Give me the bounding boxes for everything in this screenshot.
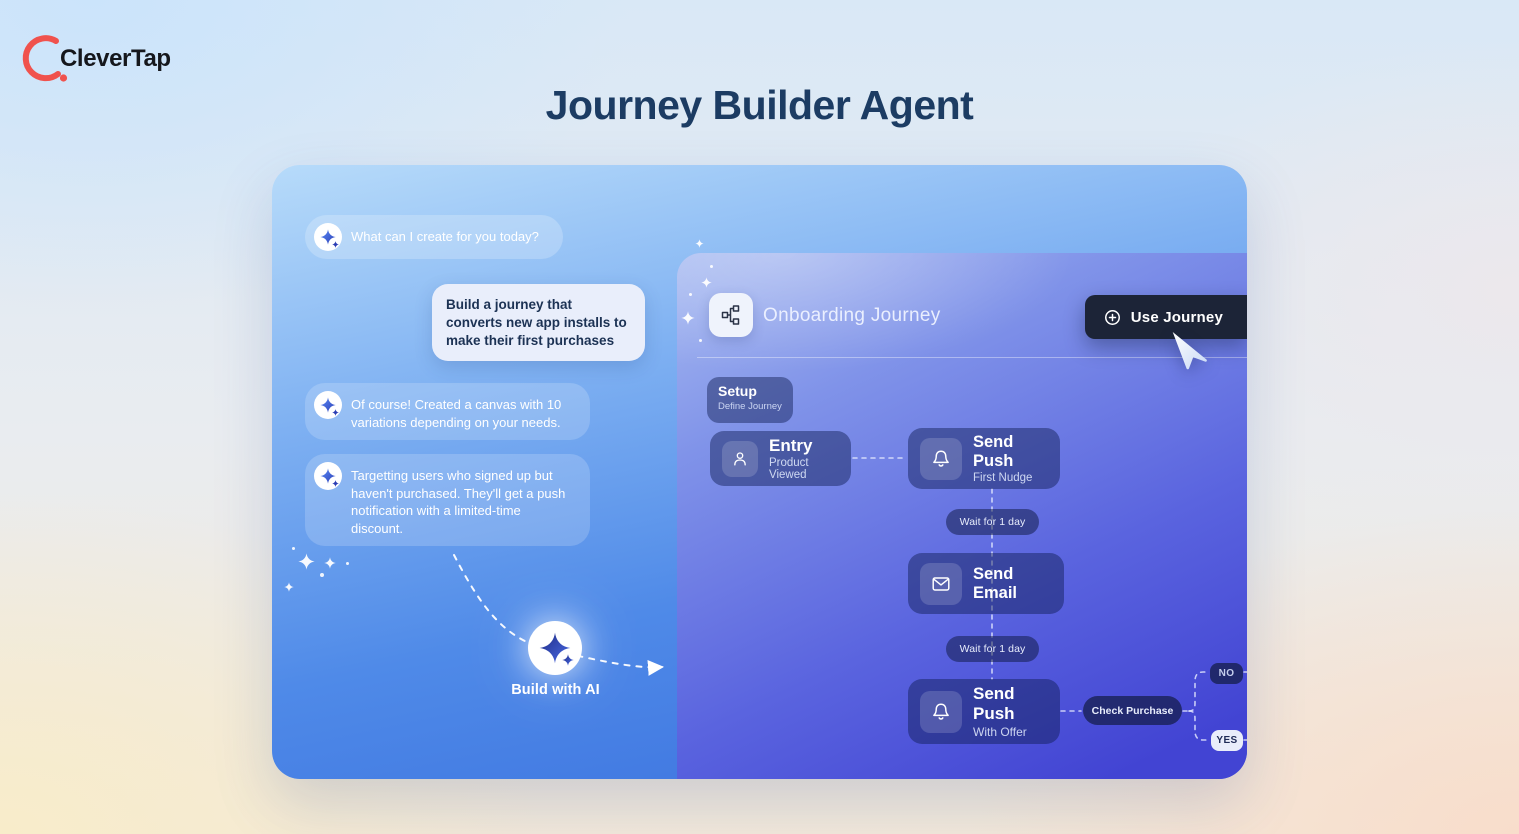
node-send-email[interactable]: Send Email [908,553,1064,614]
branch-no-pill[interactable]: NO [1210,663,1243,684]
sparkle-dot [699,339,702,342]
person-icon [722,440,758,477]
chat-bubble-ai-1: What can I create for you today? [305,215,563,259]
chat-bubble-ai-2: Of course! Created a canvas with 10 vari… [305,383,590,441]
ai-sparkle-avatar-icon [314,462,342,490]
node-entry[interactable]: Entry Product Viewed [710,431,851,486]
ai-sparkle-avatar-icon [314,391,342,419]
sparkle-dot [320,573,324,577]
sparkle-dot [710,265,713,268]
node-subtitle: With Offer [973,725,1027,740]
chat-bubble-user: Build a journey that converts new app in… [432,284,645,362]
wait-pill-2[interactable]: Wait for 1 day [946,636,1039,662]
node-subtitle: Define Journey [718,401,782,413]
logo-text: CleverTap [60,45,171,72]
bell-icon [920,690,962,733]
check-purchase-pill[interactable]: Check Purchase [1083,696,1182,725]
node-title: Send Push [973,683,1015,723]
sparkle-icon [681,311,695,325]
envelope-icon [920,562,962,605]
ai-sparkle-avatar-icon [314,222,342,251]
node-title: Setup [718,383,757,399]
chat-message-text: Of course! Created a canvas with 10 vari… [351,397,562,430]
sparkle-dot [292,547,295,550]
bell-icon [920,437,962,480]
clevertap-arc-icon [22,35,68,82]
sparkle-icon [298,553,315,570]
sparkle-dot [346,562,349,565]
cursor-pointer-icon [1172,332,1207,370]
use-journey-label: Use Journey [1130,308,1223,326]
node-title: Send Push [973,432,1014,470]
journey-flowchart-icon [709,293,753,337]
branch-yes-pill[interactable]: YES [1211,730,1243,751]
sparkle-dot [689,293,692,296]
chat-message-text: What can I create for you today? [351,228,539,244]
build-with-ai-label: Build with AI [511,682,600,698]
clevertap-logo: CleverTap [22,28,192,86]
journey-title: Onboarding Journey [763,305,941,326]
chat-bubble-ai-3: Targetting users who signed up but haven… [305,454,590,547]
node-title: Entry [769,435,813,455]
journey-canvas: Onboarding Journey Use Journey Setup Def… [677,239,1247,779]
wait-pill-1[interactable]: Wait for 1 day [946,509,1039,535]
build-with-ai-button[interactable] [528,621,582,675]
node-send-push-offer[interactable]: Send Push With Offer [908,679,1060,744]
header-divider [697,357,1247,358]
plus-circle-icon [1104,309,1120,325]
node-title: Send Email [973,564,1018,602]
node-send-push-first[interactable]: Send Push First Nudge [908,428,1060,489]
ai-star-small-icon [562,654,574,666]
use-journey-button[interactable]: Use Journey [1084,295,1247,339]
node-subtitle: Product Viewed [769,457,809,482]
page-title: Journey Builder Agent [545,82,974,128]
chat-message-text: Targetting users who signed up but haven… [351,468,566,536]
node-setup[interactable]: Setup Define Journey [707,377,793,423]
journey-builder-card: What can I create for you today? Build a… [272,165,1247,779]
sparkle-icon [695,239,704,248]
sparkle-icon [284,582,294,592]
node-subtitle: First Nudge [973,472,1033,485]
sparkle-icon [701,277,712,288]
sparkle-icon [324,557,336,569]
